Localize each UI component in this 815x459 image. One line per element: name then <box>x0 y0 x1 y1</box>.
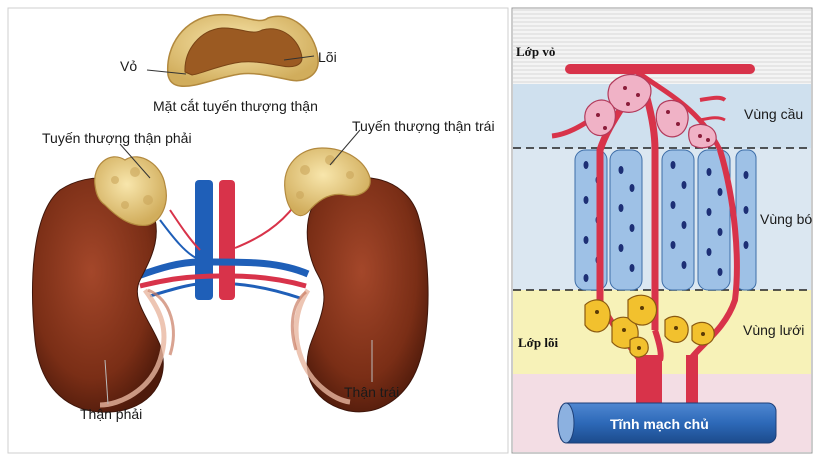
capsular-artery <box>565 64 755 74</box>
label-cortex-layer: Lớp vỏ <box>516 44 555 59</box>
label-cortex: Vỏ <box>120 58 137 74</box>
right-panel: Lớp vỏ Vùng cầu Vùng bó Vùng lưới Lớp lõ… <box>512 8 812 453</box>
label-right-gland: Tuyến thượng thận phải <box>42 130 192 146</box>
label-zona-reticularis: Vùng lưới <box>743 322 804 338</box>
label-medulla-layer: Lớp lõi <box>518 335 558 350</box>
label-section-caption: Mặt cắt tuyến thượng thận <box>153 98 318 114</box>
central-vein <box>636 355 662 405</box>
label-left-gland: Tuyến thượng thận trái <box>352 118 495 134</box>
label-zona-fasciculata: Vùng bó <box>760 211 812 227</box>
medullary-vessel <box>686 355 698 405</box>
aorta <box>219 180 235 300</box>
label-zona-glomerulosa: Vùng cầu <box>744 106 803 122</box>
left-panel: Vỏ Lõi Mặt cắt tuyến thượng thận <box>8 8 508 453</box>
label-right-kidney: Thận phải <box>80 406 142 422</box>
inferior-vena-cava <box>195 180 213 300</box>
label-medulla: Lõi <box>318 49 337 65</box>
label-vena-cava: Tĩnh mạch chủ <box>610 416 709 432</box>
label-left-kidney: Thận trái <box>344 384 399 400</box>
